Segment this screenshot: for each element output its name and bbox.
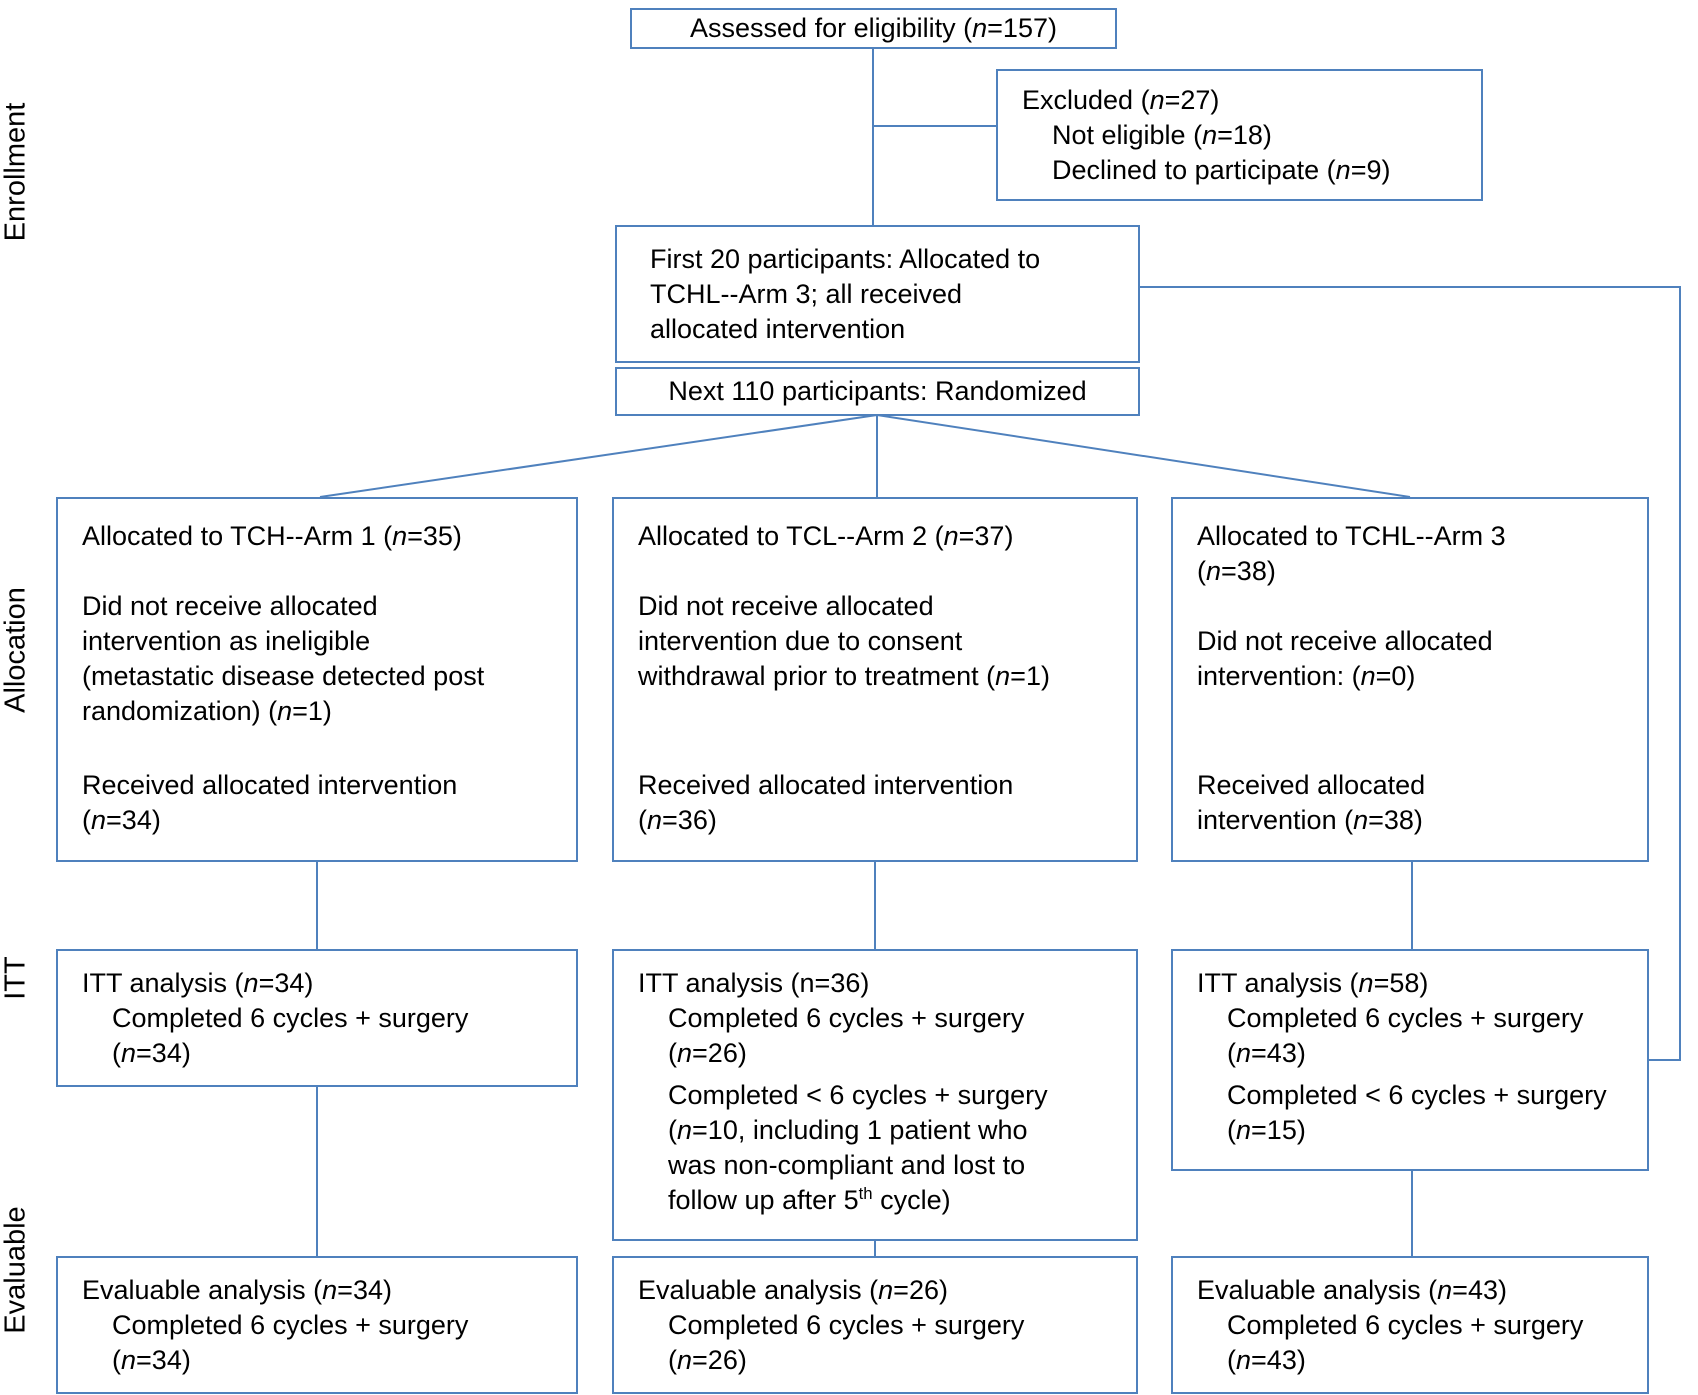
- box-text-line: Completed 6 cycles + surgery (n=43): [1227, 1003, 1584, 1068]
- box-allocated-arm1: Allocated to TCH--Arm 1 (n=35) Did not re…: [56, 497, 578, 862]
- stage-label-evaluable: Evaluable: [0, 1206, 32, 1334]
- box-text-line: Next 110 participants: Randomized: [668, 376, 1087, 406]
- box-evaluable-analysis-arm1: Evaluable analysis (n=34) Completed 6 cyc…: [56, 1256, 578, 1394]
- connector-randomized-to-arm3: [876, 414, 1411, 498]
- connector-randomized-to-arm1: [319, 414, 878, 498]
- box-text-line: ITT analysis (n=34): [82, 968, 314, 998]
- box-evaluable-analysis-arm2: Evaluable analysis (n=26) Completed 6 cyc…: [612, 1256, 1138, 1394]
- box-text-line: Completed < 6 cycles + surgery (n=10, in…: [668, 1080, 1048, 1215]
- box-text-line: Allocated to TCHL--Arm 3 (n=38): [1197, 521, 1506, 586]
- box-text-line: Declined to participate (n=9): [1052, 155, 1391, 185]
- box-text-line: Did not receive allocated intervention d…: [638, 591, 1050, 691]
- box-text-line: ITT analysis (n=58): [1197, 968, 1429, 998]
- box-text-line: Received allocated intervention (n=38): [1197, 770, 1426, 835]
- box-excluded: Excluded (n=27) Not eligible (n=18) Declin…: [996, 69, 1483, 201]
- box-allocated-arm3: Allocated to TCHL--Arm 3 (n=38) Did not r…: [1171, 497, 1649, 862]
- box-text-line: Completed 6 cycles + surgery (n=34): [112, 1310, 469, 1375]
- box-text-line: First 20 participants: Allocated to TCHL…: [650, 244, 1041, 344]
- box-text-line: Received allocated intervention (n=34): [82, 770, 458, 835]
- box-itt-analysis-arm2: ITT analysis (n=36) Completed 6 cycles + …: [612, 949, 1138, 1241]
- box-text-line: Evaluable analysis (n=34): [82, 1275, 392, 1305]
- box-text-line: Evaluable analysis (n=26): [638, 1275, 948, 1305]
- box-text-line: Allocated to TCL--Arm 2 (n=37): [638, 521, 1014, 551]
- box-text-line: Did not receive allocated intervention: …: [1197, 626, 1493, 691]
- box-itt-analysis-arm3: ITT analysis (n=58) Completed 6 cycles + …: [1171, 949, 1649, 1171]
- box-evaluable-analysis-arm3: Evaluable analysis (n=43) Completed 6 cyc…: [1171, 1256, 1649, 1394]
- box-text-line: Allocated to TCH--Arm 1 (n=35): [82, 521, 462, 551]
- stage-label-itt: ITT: [0, 956, 32, 1000]
- box-text-line: Evaluable analysis (n=43): [1197, 1275, 1507, 1305]
- box-text-line: Completed 6 cycles + surgery (n=26): [668, 1003, 1025, 1068]
- stage-label-allocation: Allocation: [0, 587, 32, 713]
- box-text-line: ITT analysis (n=36): [638, 968, 870, 998]
- box-next-110-randomized: Next 110 participants: Randomized: [615, 367, 1140, 416]
- box-text-line: Completed 6 cycles + surgery (n=34): [112, 1003, 469, 1068]
- connector-first20-to-itt-arm3: [1140, 286, 1681, 1061]
- stage-label-enrollment: Enrollment: [0, 102, 32, 242]
- box-text-line: Assessed for eligibility (n=157): [690, 13, 1057, 43]
- box-allocated-arm2: Allocated to TCL--Arm 2 (n=37) Did not re…: [612, 497, 1138, 862]
- box-text-line: Excluded (n=27): [1022, 85, 1220, 115]
- box-text-line: Completed 6 cycles + surgery (n=26): [668, 1310, 1025, 1375]
- box-text-line: Received allocated intervention (n=36): [638, 770, 1014, 835]
- box-itt-analysis-arm1: ITT analysis (n=34) Completed 6 cycles + …: [56, 949, 578, 1087]
- box-text-line: Completed < 6 cycles + surgery (n=15): [1227, 1080, 1607, 1145]
- box-text-line: Did not receive allocated intervention a…: [82, 591, 485, 726]
- box-first-20-participants: First 20 participants: Allocated to TCHL…: [615, 225, 1140, 363]
- box-text-line: Completed 6 cycles + surgery (n=43): [1227, 1310, 1584, 1375]
- box-text-line: Not eligible (n=18): [1052, 120, 1272, 150]
- box-assessed-for-eligibility: Assessed for eligibility (n=157): [630, 8, 1117, 49]
